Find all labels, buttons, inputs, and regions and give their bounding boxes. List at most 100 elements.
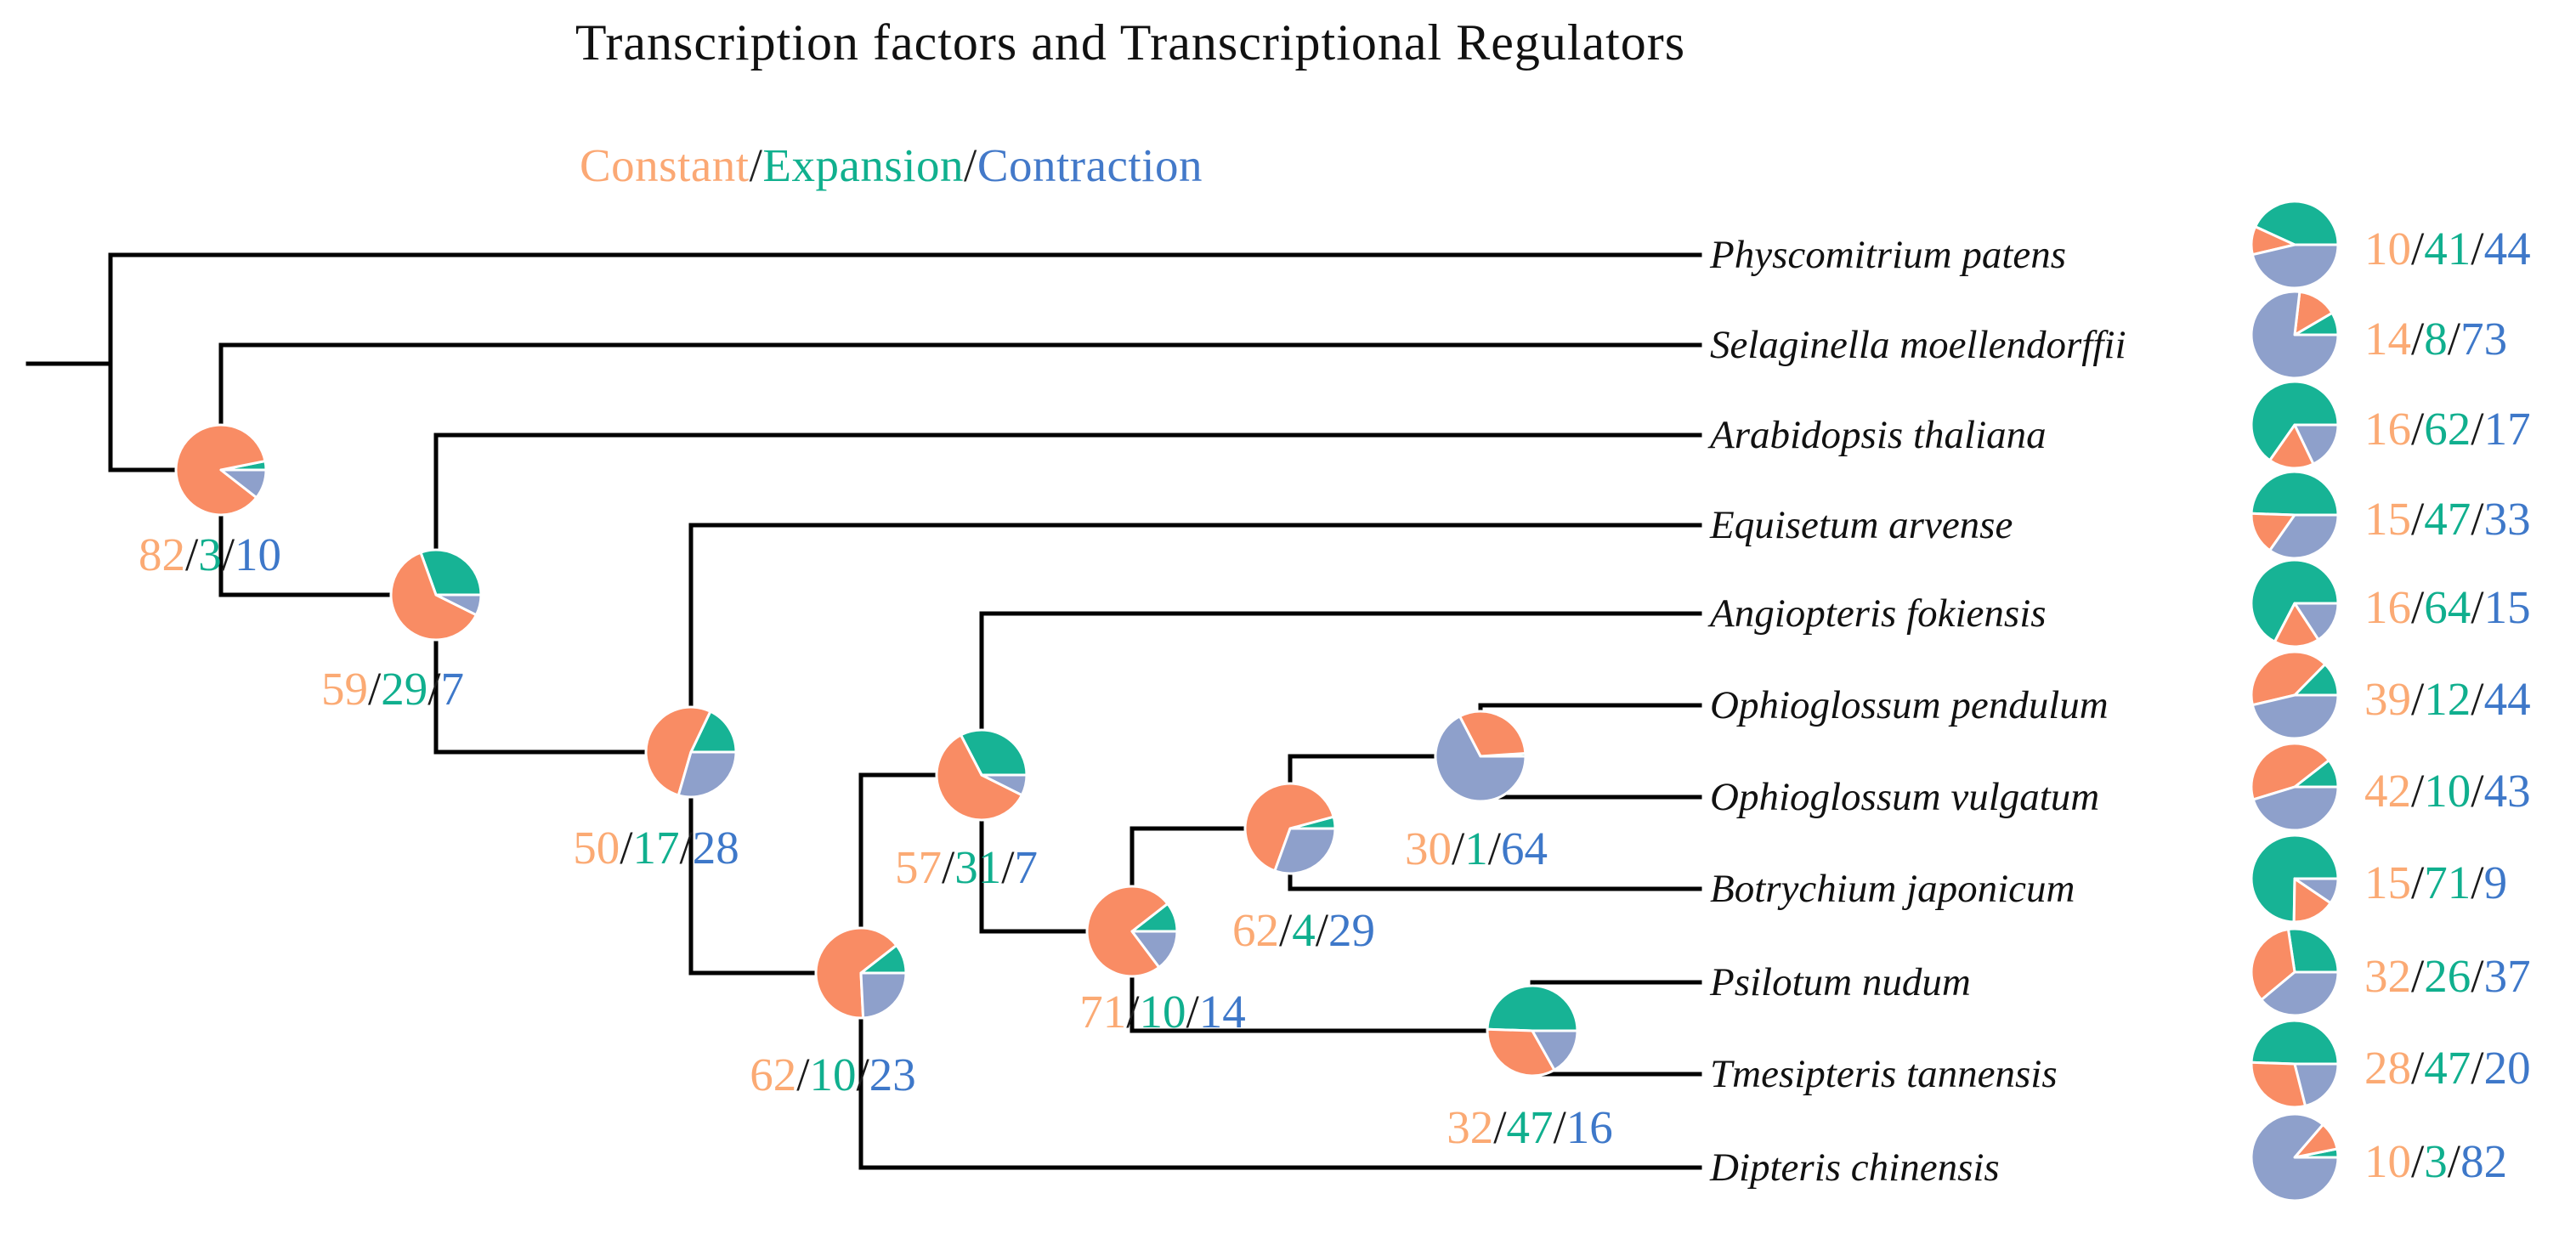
node-pie-I [1486,984,1579,1077]
tree-edges [25,252,1702,1170]
contraction-slice [2251,785,2340,832]
species-name-2: Arabidopsis thaliana [1707,413,2047,457]
leaf-pie-8 [2250,927,2340,1017]
leaf-pie-3 [2250,470,2340,560]
node-pie-F [1085,885,1179,978]
expansion-slice [2250,1019,2340,1066]
species-name-1: Selaginella moellendorffii [1710,323,2126,367]
contraction-slice [2260,970,2340,1017]
ancestral-node-pie-charts [174,423,1579,1077]
species-name-4: Angiopteris fokiensis [1707,591,2047,636]
leaf-pie-0 [2250,200,2340,290]
expansion-slice [2250,834,2340,924]
node-pie-H [1434,710,1527,803]
leaf-values-4: 16/64/15 [2364,581,2531,633]
species-name-0: Physcomitrium patens [1709,233,2066,277]
constant-slice [2250,1061,2307,1109]
expansion-slice [960,728,1028,777]
contraction-slice [2250,1112,2340,1202]
expansion-slice [2286,927,2340,974]
leaf-values-7: 15/71/9 [2364,857,2507,908]
expansion-slice [1486,984,1579,1032]
node-values-G: 62/4/29 [1232,904,1375,956]
expansion-slice [2250,470,2340,517]
leaf-pie-5 [2250,650,2340,740]
contraction-slice [2268,513,2340,560]
constant-slice [935,733,1023,822]
constant-slice [1458,710,1527,758]
node-pie-C [644,705,738,799]
contraction-slice [1531,1029,1579,1072]
leaf-pie-4 [2250,558,2340,648]
leaf-pie-10 [2250,1112,2340,1202]
species-name-9: Tmesipteris tannensis [1710,1052,2058,1096]
species-name-7: Botrychium japonicum [1710,867,2075,911]
contraction-slice [980,773,1028,797]
contraction-slice [2250,290,2340,380]
contraction-slice [677,750,738,799]
legend: Constant/Expansion/Contraction [580,139,1203,192]
legend-item-expansion: Expansion [762,139,965,191]
legend-item-constant: Constant [580,139,750,191]
legend-separator: / [964,139,977,191]
node-pie-D [935,728,1028,822]
expansion-slice [419,548,483,597]
leaf-pie-7 [2250,834,2340,924]
constant-slice [2268,423,2315,470]
figure-title: Transcription factors and Transcriptiona… [575,14,1686,71]
contraction-slice [1130,930,1179,969]
species-name-3: Equisetum arvense [1709,503,2013,547]
contraction-slice [2250,693,2340,740]
constant-slice [2250,928,2296,1002]
contraction-slice [1273,827,1337,875]
leaf-values-2: 16/62/17 [2364,403,2531,455]
leaf-pie-6 [2250,742,2340,832]
leaf-pie-1 [2250,290,2340,380]
leaf-values-8: 32/26/37 [2364,950,2531,1002]
node-values-A: 82/3/10 [139,529,281,580]
contraction-slice [859,971,908,1020]
constant-slice [814,926,898,1020]
leaf-values-1: 14/8/73 [2364,313,2507,365]
leaf-pie-9 [2250,1019,2340,1109]
constant-slice [644,705,712,797]
contraction-slice [2293,602,2340,642]
legend-separator: / [749,139,763,191]
node-pie-E [814,926,908,1020]
contraction-slice [2293,877,2340,905]
contraction-slice [219,468,268,500]
leaf-pie-charts [2250,200,2340,1202]
leaf-values-6: 42/10/43 [2364,765,2531,817]
node-pie-B [389,548,483,642]
leaf-values-10: 10/3/82 [2364,1135,2507,1187]
contraction-slice [2293,423,2340,466]
node-pie-G [1243,782,1337,875]
leaf-values-3: 15/47/33 [2364,493,2531,545]
constant-slice [2273,602,2320,648]
node-values-H: 30/1/64 [1405,823,1548,874]
species-name-6: Ophioglossum vulgatum [1710,775,2099,819]
node-values-C: 50/17/28 [573,822,739,874]
node-values-D: 57/31/7 [895,841,1038,893]
contraction-slice [1434,715,1527,803]
constant-slice [389,551,478,642]
value-labels: 82/3/1059/29/750/17/2862/10/2357/31/771/… [139,223,2531,1187]
species-name-10: Dipteris chinensis [1709,1145,2000,1190]
leaf-values-5: 39/12/44 [2364,673,2531,725]
leaf-values-9: 28/47/20 [2364,1042,2531,1094]
contraction-slice [434,593,483,617]
constant-slice [2250,742,2330,801]
node-values-B: 59/29/7 [321,663,464,715]
node-values-E: 62/10/23 [750,1049,916,1100]
expansion-slice [2250,558,2340,643]
leaf-values-0: 10/41/44 [2364,223,2531,274]
node-values-I: 32/47/16 [1447,1101,1613,1153]
node-pie-A [174,423,268,517]
legend-item-contraction: Contraction [977,139,1203,191]
expansion-slice [2254,200,2340,246]
expansion-slice [2250,380,2340,462]
constant-slice [2250,650,2327,707]
